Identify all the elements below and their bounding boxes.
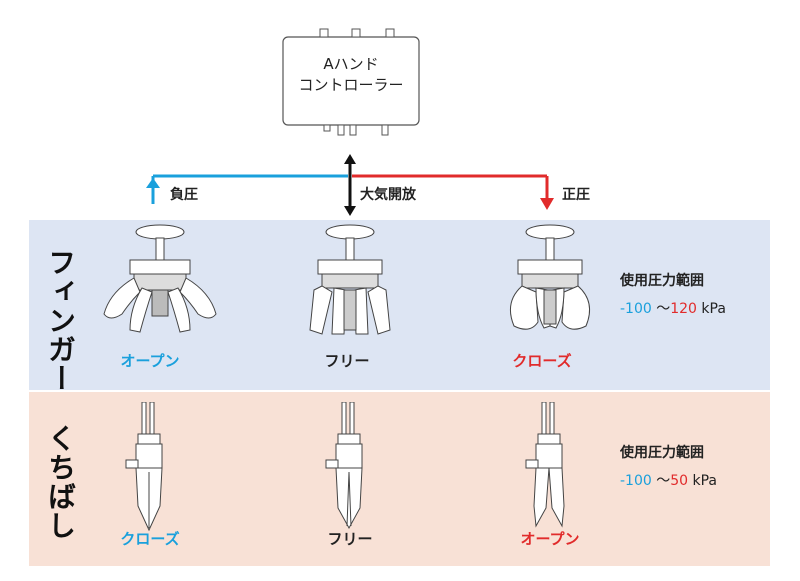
beak-title: くちばし (44, 424, 77, 540)
finger-title: フィンガー (44, 248, 77, 393)
finger-state-left: オープン (120, 352, 180, 370)
finger-pressure-title: 使用圧力範囲 (620, 273, 704, 289)
negative-pressure-arrowhead (146, 178, 160, 188)
finger-range-min: -100 (620, 301, 652, 317)
finger-range-max: 120 (670, 301, 697, 317)
beak-gripper-closed-illustration (125, 402, 163, 532)
pressure-lines (146, 154, 554, 216)
beak-range-unit: kPa (692, 473, 718, 489)
finger-range-unit: kPa (701, 301, 726, 317)
finger-range-sep: ～ (656, 301, 671, 317)
atmosphere-label: 大気開放 (360, 187, 416, 203)
finger-gripper-free-illustration (309, 224, 391, 335)
beak-gripper-open-illustration (525, 402, 565, 528)
controller-label-line1: Aハンド (323, 55, 379, 73)
finger-gripper-closed-illustration (509, 224, 591, 330)
beak-gripper-free-illustration (325, 402, 363, 530)
beak-pressure-range: -100 ～50 kPa (620, 470, 717, 490)
finger-state-center: フリー (324, 352, 370, 370)
beak-state-center: フリー (327, 530, 373, 548)
finger-gripper-open-illustration (103, 224, 217, 333)
beak-range-max: 50 (670, 473, 689, 489)
beak-state-right: オープン (520, 530, 580, 548)
beak-range-sep: ～ (656, 473, 671, 489)
positive-pressure-label: 正圧 (562, 187, 590, 203)
beak-state-left: クローズ (120, 530, 180, 548)
atmosphere-arrowhead-down (344, 206, 356, 216)
beak-range-min: -100 (620, 473, 652, 489)
hand-controller-box: Aハンド コントローラー (282, 28, 420, 136)
positive-pressure-arrowhead (540, 198, 554, 210)
beak-pressure-title: 使用圧力範囲 (620, 445, 704, 461)
controller-illustration (282, 28, 420, 136)
controller-label-line2: コントローラー (298, 76, 404, 94)
finger-state-right: クローズ (512, 352, 572, 370)
negative-pressure-label: 負圧 (170, 187, 198, 203)
finger-pressure-range: -100 ～120 kPa (620, 298, 726, 318)
atmosphere-arrowhead-up (344, 154, 356, 164)
